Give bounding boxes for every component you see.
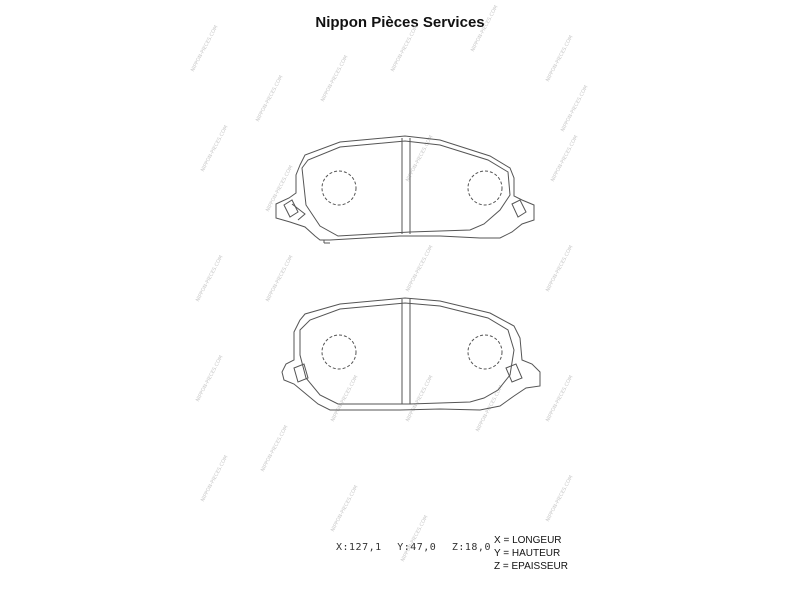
brake-pad-top — [275, 135, 535, 244]
legend-x: X = LONGEUR — [494, 535, 562, 546]
dimension-x: X:127,1 — [336, 542, 382, 553]
dimension-legend: X = LONGEUR Y = HAUTEUR Z = EPAISSEUR — [494, 534, 568, 573]
brand-title: Nippon Pièces Services — [315, 14, 485, 31]
dimension-y: Y:47,0 — [397, 542, 437, 553]
dimension-z: Z:18,0 — [451, 542, 491, 553]
legend-z: Z = EPAISSEUR — [494, 561, 569, 572]
brake-pad-bottom — [281, 297, 541, 411]
legend-y: Y = HAUTEUR — [494, 548, 561, 559]
dimension-values: X:127,1 Y:47,0 Z:18,0 — [336, 542, 500, 553]
